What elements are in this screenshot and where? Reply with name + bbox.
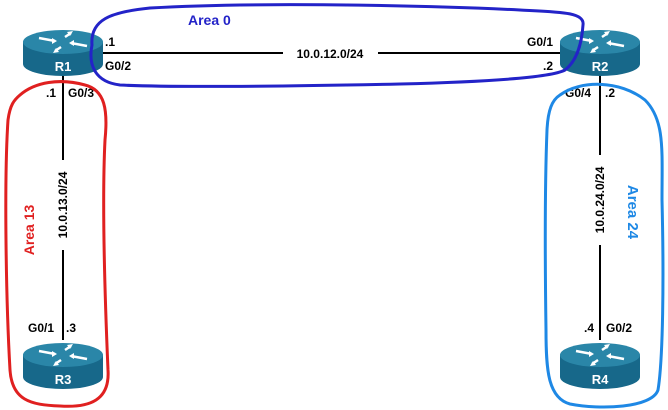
area24-outline <box>543 82 665 409</box>
router-r3[interactable]: R3 <box>21 341 105 391</box>
r4-if-g02: G0/2 <box>606 321 632 335</box>
r1-ip-area13: .1 <box>46 86 56 100</box>
area13-outline <box>4 80 110 408</box>
r1-ip-area0: .1 <box>105 35 115 49</box>
r3-ip: .3 <box>66 321 76 335</box>
r1-if-g03: G0/3 <box>68 86 94 100</box>
svg-text:R2: R2 <box>592 59 609 74</box>
subnet-r1-r3: 10.0.13.0/24 <box>56 171 70 238</box>
area0-label: Area 0 <box>188 12 231 28</box>
router-r2[interactable]: R2 <box>558 28 642 78</box>
area0-outline <box>89 3 585 89</box>
area24-label: Area 24 <box>624 185 641 240</box>
svg-text:R1: R1 <box>55 59 72 74</box>
r2-ip-area24: .2 <box>605 86 615 100</box>
svg-text:R3: R3 <box>55 372 72 387</box>
subnet-r2-r4: 10.0.24.0/24 <box>593 166 607 233</box>
router-r1[interactable]: R1 <box>21 28 105 78</box>
router-r4[interactable]: R4 <box>558 341 642 391</box>
r4-ip: .4 <box>584 321 594 335</box>
r2-ip-area0: .2 <box>543 59 553 73</box>
svg-text:R4: R4 <box>592 372 609 387</box>
subnet-r1-r2: 10.0.12.0/24 <box>297 47 364 61</box>
r2-if-g01: G0/1 <box>527 35 553 49</box>
area13-label: Area 13 <box>21 204 37 255</box>
r3-if-g01: G0/1 <box>28 321 54 335</box>
r1-if-g02: G0/2 <box>105 59 131 73</box>
